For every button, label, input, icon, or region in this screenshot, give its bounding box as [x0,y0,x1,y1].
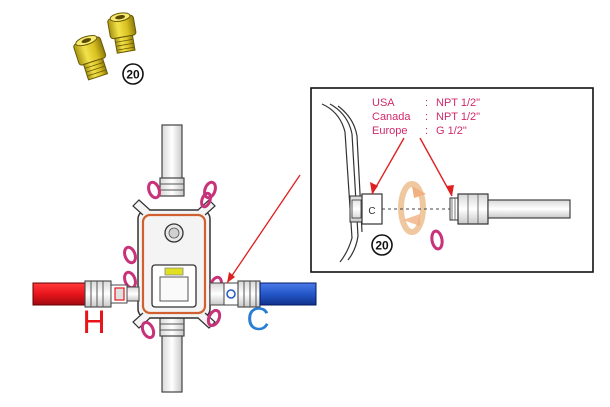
bottom-pipe [161,329,183,393]
hot-label: H [82,304,105,340]
spec-region-canada: Canada [372,111,411,123]
valve-assembly [132,124,216,393]
detail-inset: USA : NPT 1/2" Canada : NPT 1/2" Europe … [310,87,594,273]
detail-pipe [449,193,571,225]
thread-pointer-arrows [370,137,454,197]
detail-pointer-arrow [226,174,301,284]
detail-fitting-icon: C [349,193,383,225]
spec-region-usa: USA [372,97,395,109]
cold-label: C [246,301,269,337]
brass-fittings-icon [73,12,137,81]
hot-inlet-pipe [32,280,140,308]
detail-valve-body [321,103,363,263]
part-callout-badge: 20 [122,63,144,85]
svg-text:C: C [368,206,375,217]
spec-sep-usa: : [425,97,428,109]
spec-sep-canada: : [425,111,428,123]
part-callout-number: 20 [126,68,140,82]
spec-region-europe: Europe [372,125,407,137]
spec-value-canada: NPT 1/2" [436,111,480,123]
spec-sep-europe: : [425,125,428,137]
yellow-indicator [164,267,184,276]
detail-callout-number: 20 [375,239,389,253]
detail-seal-ring-icon [430,229,444,251]
thread-spec-list: USA : NPT 1/2" Canada : NPT 1/2" Europe … [372,97,480,137]
cold-inlet-pipe [209,280,317,308]
spec-value-usa: NPT 1/2" [436,97,480,109]
spec-value-europe: G 1/2" [436,125,467,137]
detail-frame [310,87,594,273]
detail-callout-badge: 20 [371,234,393,256]
rotate-arrow-icon [398,181,426,235]
